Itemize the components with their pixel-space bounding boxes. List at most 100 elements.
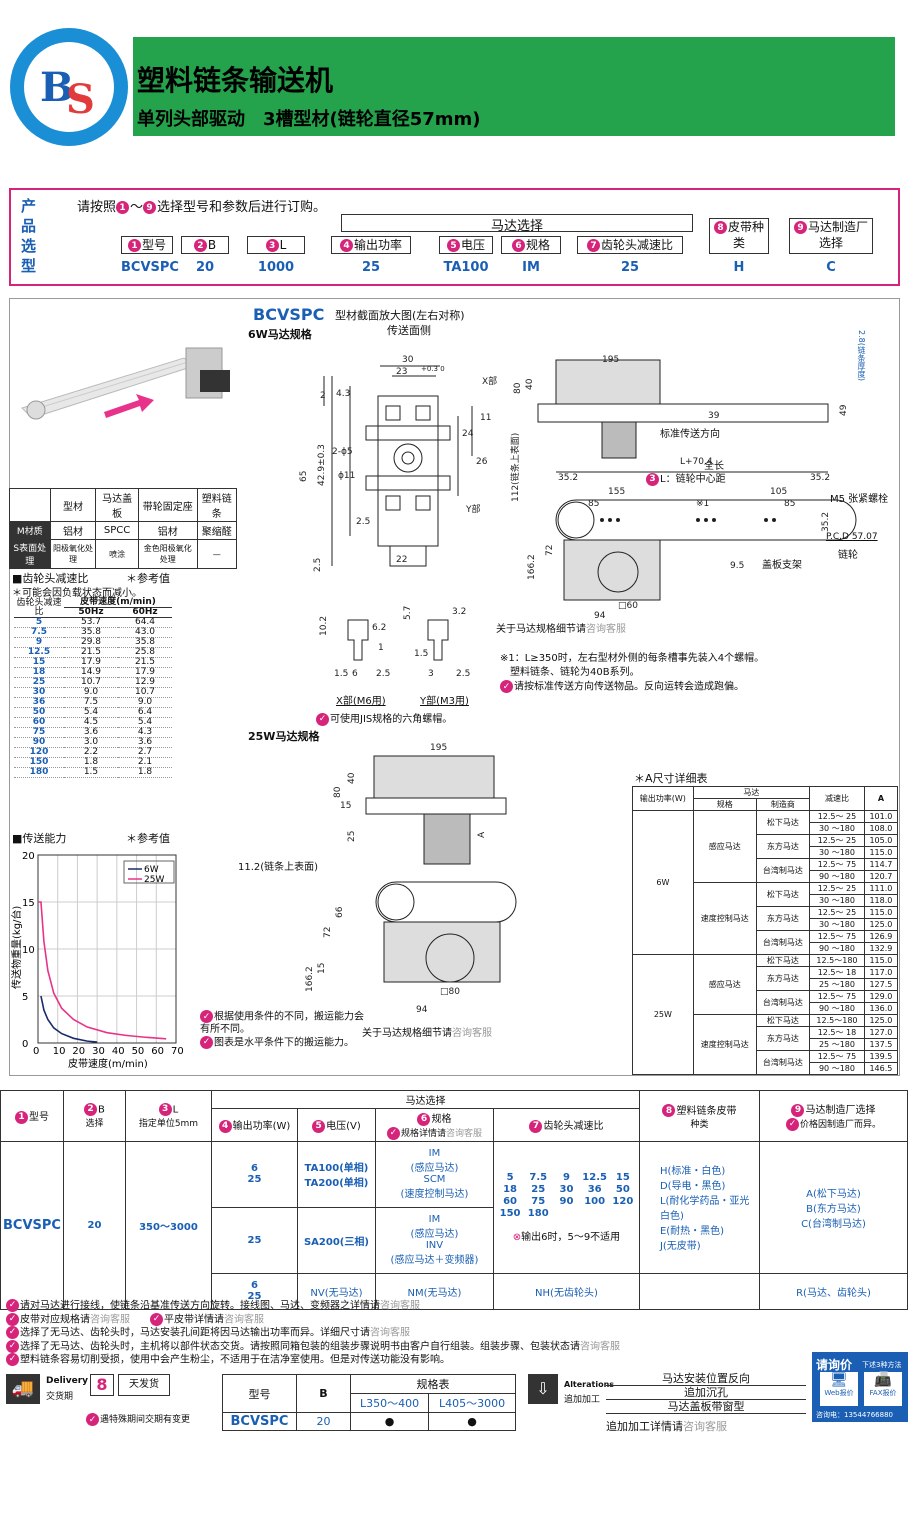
a-value: 118.0: [863, 894, 899, 907]
y-tick-label: 15: [22, 898, 35, 909]
speed-cell: 5.4: [137, 717, 153, 727]
note-3: ✓请按标准传送方向传送物品。反向运转会造成跑偏。: [500, 680, 764, 695]
svg-text:15: 15: [317, 963, 327, 974]
ratio-value: 5: [506, 1171, 514, 1183]
mat-cell: 聚缩醛: [196, 521, 238, 540]
a-h-motor: 马达: [692, 786, 811, 799]
a-value: 117.0: [863, 966, 899, 979]
speed-h1: 皮带速度(m/min): [64, 598, 172, 608]
ratio-value: 150: [499, 1207, 521, 1219]
a-value: 127.0: [863, 1026, 899, 1039]
dt-h-b: B: [296, 1374, 351, 1413]
a-value: 139.5: [863, 1050, 899, 1063]
mat-cell: 喷涂: [95, 539, 139, 569]
footnote: ✓塑料链条容易切削受损，使用中会产生粉尘，不适用于在洁净室使用。但是对传送功能没…: [6, 1353, 620, 1367]
tension-label: M5 张紧螺栓: [830, 494, 889, 505]
svg-text:42.9±0.3: 42.9±0.3: [317, 444, 327, 486]
dt-model: BCVSPC: [222, 1412, 297, 1431]
svg-text:2.5: 2.5: [313, 558, 323, 572]
total-length-label: 全长: [704, 461, 724, 472]
a-maker: 东方马达: [755, 834, 811, 859]
svg-text:40: 40: [347, 772, 357, 784]
svg-text:35.2: 35.2: [821, 512, 831, 532]
y-tick-label: 20: [22, 851, 35, 862]
legend-label: 25W: [144, 875, 164, 885]
svg-text:72: 72: [545, 545, 555, 556]
speed-title: ■齿轮头减速比: [12, 572, 89, 585]
svg-text:1: 1: [378, 643, 384, 653]
a-ratio: 90 ～180: [809, 1002, 865, 1015]
svg-text:X部: X部: [482, 375, 497, 387]
order-side-label: 产品选型: [21, 197, 37, 275]
mat-head-0: [9, 488, 51, 522]
spec-makers: A(松下马达)B(东方马达)C(台湾制马达): [758, 1140, 908, 1274]
web-quote-button[interactable]: 🖥Web报价: [820, 1372, 858, 1406]
speed-cell: 1.8: [83, 757, 99, 767]
order-field-value-7: 25: [620, 260, 640, 275]
fax-quote-button[interactable]: 📠FAX报价: [864, 1372, 902, 1406]
svg-text:□60: □60: [618, 601, 638, 611]
mat-head-3: 带轮固定座: [137, 488, 198, 522]
speed-cell: 17.9: [80, 657, 102, 667]
a-ratio: 12.5～ 25: [809, 906, 865, 919]
svg-text:35.2: 35.2: [558, 473, 578, 483]
alter-note: 追加加工详情请咨询客服: [606, 1420, 727, 1433]
speed-cell: 30: [32, 687, 46, 697]
svg-text:6.2: 6.2: [372, 623, 386, 633]
speed-cell: 12.9: [134, 677, 156, 687]
a-ratio: 30 ～180: [809, 822, 865, 835]
x-tick-label: 40: [112, 1046, 125, 1057]
spec-belts: H(标准・白色)D(导电・黑色)L(耐化学药品・亚光白色)E(耐热・黑色)J(无…: [638, 1140, 760, 1274]
a-value: 129.0: [863, 990, 899, 1003]
speed-h0: 齿轮头减速比: [14, 598, 64, 618]
a-ratio: 12.5～180: [809, 954, 865, 967]
speed-cell: 15: [32, 657, 46, 667]
a-ratio: 12.5～ 75: [809, 930, 865, 943]
order-field-value-1: BCVSPC: [121, 260, 179, 275]
svg-text:155: 155: [608, 487, 625, 497]
footnote: ✓选择了无马达、齿轮头时，马达安装孔间距将因马达输出功率而异。详细尺寸请咨询客服: [6, 1326, 620, 1340]
drawing-area: [9, 298, 900, 1076]
ratio-note: 输出6时，5～9不适用: [521, 1231, 621, 1243]
svg-text:2: 2: [320, 391, 326, 401]
svg-text:166.2: 166.2: [305, 966, 315, 992]
speed-cell: 29.8: [80, 637, 102, 647]
mat-cell: 阳极氧化处理: [49, 539, 97, 569]
a-ratio: 30 ～180: [809, 846, 865, 859]
order-field-value-5: TA100: [443, 260, 489, 275]
svg-text:A: A: [477, 831, 487, 838]
pcd-label: P.C.D 57.07: [826, 532, 878, 542]
ratio-value: 50: [615, 1183, 630, 1195]
footnote: ✓请对马达进行接线，使链条沿基准传送方向旋转。接线图、马达、变频器之详情请咨询客…: [6, 1299, 620, 1313]
speed-cell: 2.7: [137, 747, 153, 757]
ratio-value: 100: [584, 1195, 606, 1207]
a-maker: 东方马达: [755, 966, 811, 991]
drawing-notes: ※1：L≥350时，左右型材外侧的每条槽事先装入4个螺帽。 塑料链条、链轮为40…: [500, 652, 764, 695]
spec-l: 350～3000: [124, 1140, 212, 1310]
speed-cell: 21.5: [80, 647, 102, 657]
dt-b: 20: [296, 1412, 351, 1431]
y-tick-label: 0: [22, 1039, 28, 1050]
svg-text:22: 22: [396, 555, 407, 565]
speed-50hz: 50Hz: [64, 607, 118, 618]
spec-r1-v: TA100(单相) TA200(单相): [296, 1140, 376, 1208]
a-value: 120.7: [863, 870, 899, 883]
speed-cell: 17.9: [134, 667, 156, 677]
svg-text:□80: □80: [440, 987, 460, 997]
spec-r3-w: 6 25: [210, 1272, 298, 1310]
svg-text:23: 23: [396, 367, 407, 377]
svg-text:2.5: 2.5: [356, 517, 370, 527]
ratio-value: 60: [503, 1195, 517, 1207]
speed-cell: 18: [32, 667, 46, 677]
a-ratio: 12.5～ 75: [809, 858, 865, 871]
svg-text:+0.3 0: +0.3 0: [421, 365, 445, 373]
